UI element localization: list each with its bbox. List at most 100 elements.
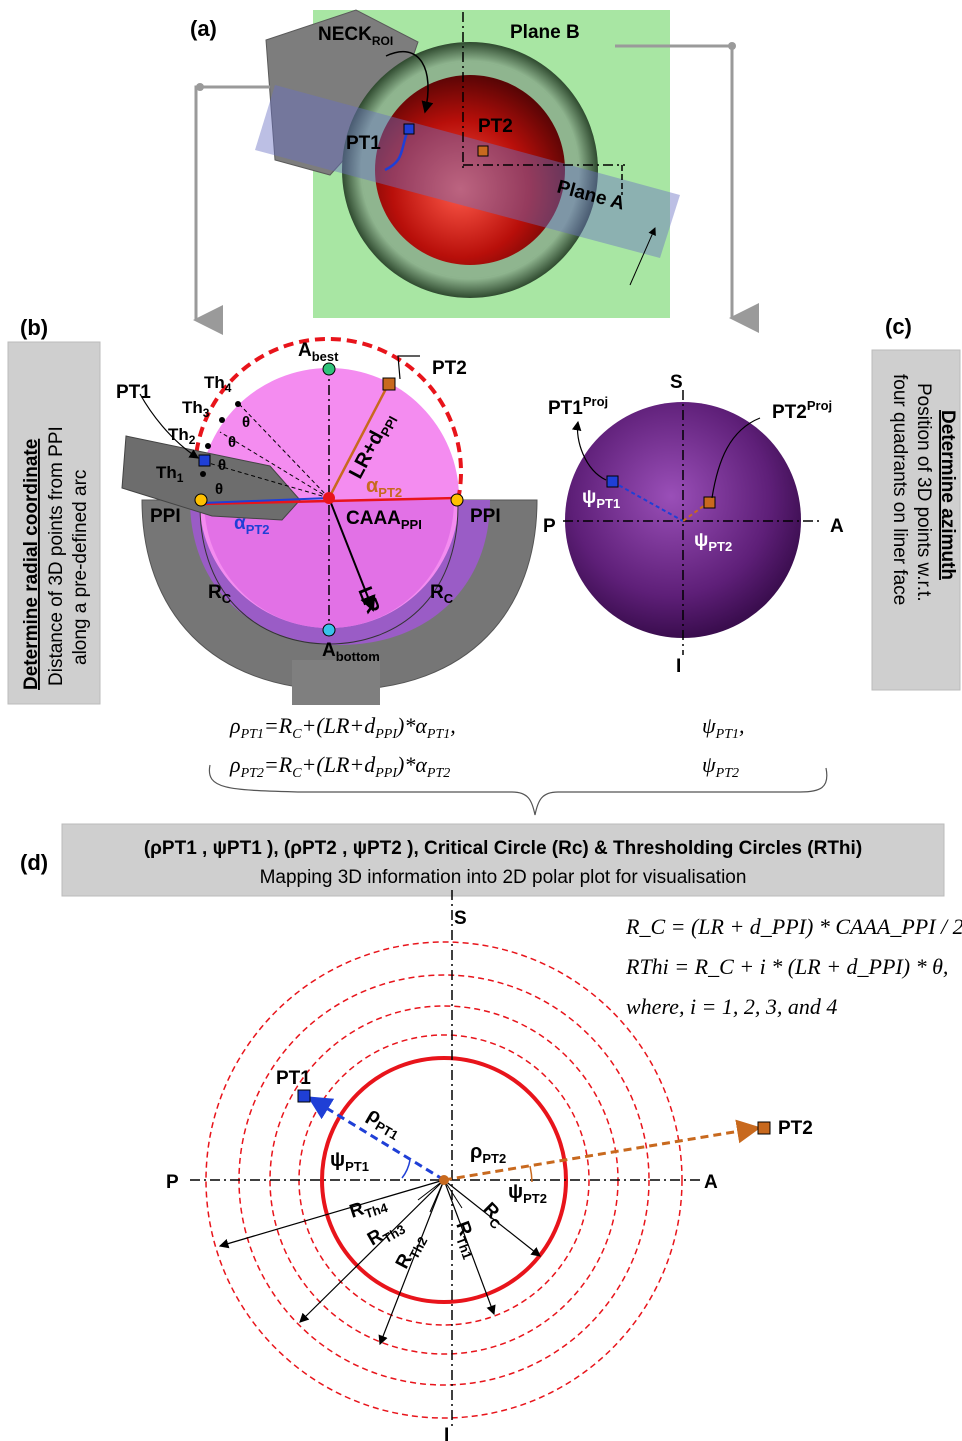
orange-line-pt2 <box>327 382 391 499</box>
pt1-label-d: PT1 <box>276 1068 311 1089</box>
panel-a: (a) NECKROI Plane B Plane A PT1 PT2 <box>190 9 759 335</box>
a-bottom-dot <box>322 623 336 637</box>
panel-c-tag: (c) <box>885 314 912 339</box>
pt2-marker-a <box>477 145 489 157</box>
neck-roi-label: NECKROI <box>318 24 393 48</box>
fan-line-2 <box>417 1179 445 1201</box>
rth1-label: RTh1 <box>448 1219 483 1262</box>
panel-d-header-line1: (ρPT1 , ψPT1 ), (ρPT2 , ψPT2 ), Critical… <box>144 838 862 859</box>
d-a-label: A <box>704 1172 718 1193</box>
panel-b-side-line2: Distance of 3D points from PPI <box>46 426 67 686</box>
connector-a-to-b <box>193 85 270 335</box>
plane-a-band <box>255 85 680 258</box>
pt2-proj-label: PT2Proj <box>772 398 832 423</box>
c-s-label: S <box>670 372 683 393</box>
neck-bar-b <box>121 435 301 521</box>
th1-line <box>204 461 330 499</box>
th2-line <box>219 431 330 499</box>
psi-pt2-label-d: ψPT2 <box>508 1181 547 1206</box>
pt2-proj-marker <box>703 496 716 509</box>
panel-d-header-box <box>61 823 945 897</box>
ppi-left-dot <box>194 493 208 507</box>
theta-label-2: θ <box>228 434 236 451</box>
rth2-arrow <box>378 1179 445 1346</box>
pt2-label-d: PT2 <box>778 1118 813 1139</box>
pt2-proj-line <box>682 501 710 522</box>
rc-label-d: RC <box>476 1199 510 1233</box>
where-line: where, i = 1, 2, 3, and 4 <box>626 994 837 1019</box>
equations-bc: ρPT1=RC+(LR+dPPI)*αPT1, ρPT2=RC+(LR+dPPI… <box>208 713 828 816</box>
center-dot <box>323 492 335 504</box>
rth4-label: RTh4 <box>347 1191 390 1225</box>
curly-brace <box>208 764 828 816</box>
caaa-label: CAAAPPI <box>346 508 422 532</box>
plane-a-arrow <box>629 227 656 286</box>
femoral-head <box>375 75 565 265</box>
panel-b-side-title: Determine radial coordinate <box>21 439 42 690</box>
alpha-pt2-label-blue: αPT2 <box>234 513 270 537</box>
pt1-b-arrow <box>139 393 200 459</box>
rho-pt2-label: ρPT2 <box>470 1141 506 1166</box>
psi-pt1-label-c: ψPT1 <box>582 487 620 511</box>
psi-pt2-label-c: ψPT2 <box>694 530 732 554</box>
pt1-label-a: PT1 <box>346 133 381 154</box>
pt1-label-b: PT1 <box>116 382 151 403</box>
th1-dot <box>200 471 206 477</box>
pt1-proj-arrow <box>571 420 607 481</box>
panel-d-header-line2: Mapping 3D information into 2D polar plo… <box>260 867 747 888</box>
pt2-b-arrow <box>397 355 420 380</box>
ppi-left-label: PPI <box>150 506 181 527</box>
a-bottom-label: Abottom <box>322 640 380 664</box>
blue-line-pt1 <box>202 497 330 504</box>
connector-dot-c <box>728 42 736 50</box>
th4-dot <box>235 401 241 407</box>
panel-c-side-line2: Position of 3D points w.r.t. <box>913 383 934 602</box>
pt1-marker-b <box>198 454 211 467</box>
rth3-arrow <box>299 1179 445 1323</box>
d-p-label: P <box>166 1172 179 1193</box>
theta-label-3: θ <box>218 457 226 474</box>
neck-roi-curve <box>384 129 410 172</box>
c-i-label: I <box>676 656 681 677</box>
lr-arrow <box>328 497 376 612</box>
d-i-label: I <box>444 1425 449 1441</box>
rc-left-label: RC <box>208 582 232 606</box>
theta-label-4: θ <box>215 481 223 498</box>
pt1-marker-d <box>297 1089 311 1103</box>
rth1-arrow <box>443 1179 496 1316</box>
a-best-label: Abest <box>298 340 339 364</box>
th2-label: Th2 <box>168 425 196 447</box>
panel-a-tag: (a) <box>190 16 217 41</box>
ppi-right-dot <box>450 493 464 507</box>
psi1-expression: ψPT1, <box>702 713 745 742</box>
red-dashed-arc <box>193 336 463 501</box>
pt1-proj-marker <box>606 475 619 488</box>
th3-line <box>239 404 330 499</box>
psi-pt2-arc <box>529 1165 533 1183</box>
alpha-pt2-label-orange: αPT2 <box>366 475 402 500</box>
panel-c: (c) Determine azimuth Position of 3D poi… <box>543 314 961 691</box>
rc-arc <box>199 504 459 645</box>
rthi-formula: RThi = R_C + i * (LR + d_PPI) * θ, <box>625 954 948 979</box>
pt2-label-a: PT2 <box>478 116 513 137</box>
neck-roi-arrow <box>385 50 434 114</box>
fan-line-1 <box>429 1179 445 1213</box>
c-p-label: P <box>543 516 556 537</box>
rth4-arrow <box>218 1179 445 1249</box>
psi-pt1-arc <box>401 1159 411 1179</box>
panel-c-side-line3: four quadrants on liner face <box>889 374 910 605</box>
th3-label: Th3 <box>182 398 210 420</box>
rc-right-label: RC <box>430 582 454 606</box>
d-center-dot <box>439 1175 449 1185</box>
panel-d-tag: (d) <box>20 850 48 875</box>
pt2-label-b: PT2 <box>432 358 467 379</box>
panel-b-tag: (b) <box>20 315 48 340</box>
pt2-marker-b <box>382 377 396 391</box>
psi2-expression: ψPT2 <box>702 752 739 781</box>
panel-b: (b) Determine radial coordinate Distance… <box>7 315 538 705</box>
rho2-equation: ρPT2=RC+(LR+dPPI)*αPT2 <box>229 752 450 781</box>
rc-arrow <box>443 1179 541 1257</box>
rho-pt1-vector <box>307 1096 445 1182</box>
panel-d: (d) (ρPT1 , ψPT1 ), (ρPT2 , ψPT2 ), Crit… <box>20 823 962 1441</box>
